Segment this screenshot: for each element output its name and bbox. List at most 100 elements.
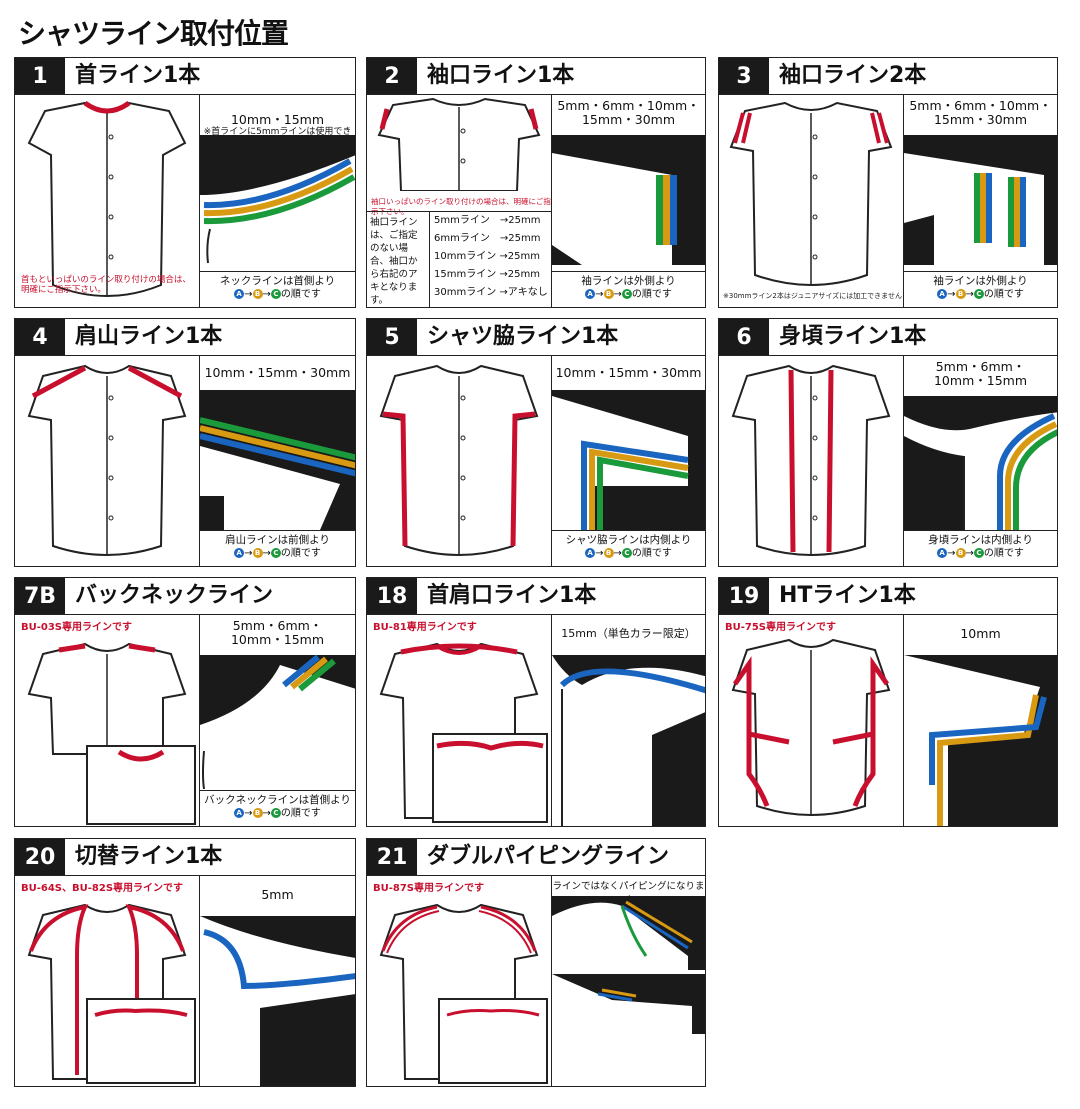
chip-a-icon: A [585, 289, 596, 299]
panel-header: 5 シャツ脇ライン1本 [367, 319, 705, 356]
line-sizes: 5mm [261, 887, 294, 902]
gap-rows: 5mmライン →25mm 6mmライン →25mm 10mmライン →25mm … [429, 212, 551, 307]
panel-3: 3 袖口ライン2本 ※30mmライン2本はジュニアサイズには加工できません 5m… [718, 57, 1058, 308]
shirt-illustration [367, 634, 551, 826]
panel-header: 6 身頃ライン1本 [719, 319, 1057, 356]
shirt-illustration [367, 356, 551, 566]
gap-intro: 袖口ラインは、ご指定のない場合、袖口から右記のアキとなります。 [370, 217, 418, 306]
panel-header: 2 袖口ライン1本 [367, 58, 705, 95]
panel-1: 1 首ライン1本 首もといっぱいのライン取り付けの場合は、明確にご指示下さい。 … [14, 57, 356, 308]
panel-5: 5 シャツ脇ライン1本 10mm・15mm・30mm シャツ脇ラインは内側より … [366, 318, 706, 567]
panel-20: 20 切替ライン1本 BU-64S、BU-82S専用ラインです 5mm [14, 838, 356, 1087]
panel-21: 21 ダブルパイピングライン BU-87S専用ラインです ラインではなくパイピン… [366, 838, 706, 1087]
shirt-front-icon [27, 903, 196, 1084]
product-code-note: BU-03S専用ラインです [21, 622, 133, 633]
panel-header: 19 HTライン1本 [719, 578, 1057, 615]
panel-title: 袖口ライン2本 [779, 63, 927, 88]
chip-b-icon: B [955, 289, 966, 299]
panel-title: HTライン1本 [779, 583, 916, 608]
chip-c-icon: C [973, 548, 984, 558]
shirt-front-icon [377, 97, 541, 191]
shirt-front-icon [379, 364, 539, 556]
panel-header: 21 ダブルパイピングライン [367, 839, 705, 876]
chip-c-icon: C [270, 548, 281, 558]
chip-b-icon: B [603, 548, 614, 558]
product-code-note: BU-87S専用ラインです [373, 883, 485, 894]
panel-6: 6 身頃ライン1本 5mm・6mm・ 10mm・15mm 身頃ラインは内側より … [718, 318, 1058, 567]
detail-panel: 15mm（単色カラー限定） [551, 615, 705, 826]
chip-c-icon: C [621, 548, 632, 558]
chip-b-icon: B [252, 548, 263, 558]
shirt-illustration [15, 356, 199, 566]
panel-header: 3 袖口ライン2本 [719, 58, 1057, 95]
panel-19: 19 HTライン1本 BU-75S専用ラインです 10mm [718, 577, 1058, 827]
chip-a-icon: A [234, 808, 245, 818]
line-sizes: 5mm・6mm・ 10mm・15mm [230, 618, 325, 647]
panel-header: 7B バックネックライン [15, 578, 355, 615]
red-note: 首もといっぱいのライン取り付けの場合は、明確にご指示下さい。 [21, 275, 191, 295]
panel-number: 18 [367, 578, 417, 614]
product-code-note: BU-75S専用ラインです [725, 622, 837, 633]
shirt-illustration [15, 895, 199, 1086]
sleeve-line-diagram [552, 135, 705, 265]
chip-c-icon: C [270, 808, 281, 818]
panel-number: 1 [15, 58, 65, 94]
shirt-illustration [719, 634, 903, 826]
chip-b-icon: B [252, 289, 263, 299]
back-neck-line-diagram [200, 654, 355, 790]
panel-line-diagram [200, 916, 355, 1086]
page-title: シャツライン取付位置 [18, 17, 289, 50]
small-note: ※30mmライン2本はジュニアサイズには加工できません [723, 292, 902, 300]
panel-title: 切替ライン1本 [75, 844, 223, 869]
shirt-illustration: 首もといっぱいのライン取り付けの場合は、明確にご指示下さい。 [15, 95, 199, 307]
panel-title: 肩山ライン1本 [75, 324, 223, 349]
double-piping-diagram [552, 896, 705, 1086]
shirt-illustration [15, 634, 199, 826]
product-code-note: BU-64S、BU-82S専用ラインです [21, 883, 184, 894]
shirt-front-icon [27, 364, 187, 556]
panel-7b: 7B バックネックライン BU-03S専用ラインです 5mm・6mm・ 10mm… [14, 577, 356, 827]
chip-c-icon: C [621, 289, 632, 299]
line-sizes: 5mm・6mm・10mm・ 15mm・30mm [557, 98, 700, 127]
panel-header: 4 肩山ライン1本 [15, 319, 355, 356]
shirt-illustration [367, 895, 551, 1086]
panel-title: 首ライン1本 [75, 63, 201, 88]
panel-title: 袖口ライン1本 [427, 63, 575, 88]
detail-panel: 5mm [199, 876, 355, 1086]
line-sizes: 10mm・15mm・30mm [204, 365, 351, 380]
line-sizes: 5mm・6mm・ 10mm・15mm [933, 359, 1028, 388]
shirt-front-icon [731, 638, 891, 816]
panel-title: ダブルパイピングライン [427, 844, 670, 869]
panel-number: 7B [15, 578, 65, 614]
chip-a-icon: A [234, 548, 245, 558]
panel-4: 4 肩山ライン1本 10mm・15mm・30mm 肩山ラインは前側より A→B→… [14, 318, 356, 567]
panel-header: 1 首ライン1本 [15, 58, 355, 95]
shirt-illustration [719, 356, 903, 566]
panel-number: 21 [367, 839, 417, 875]
detail-panel: ラインではなくパイピングになります [551, 876, 705, 1086]
table-row: 10mmライン →25mm [434, 251, 540, 262]
panel-number: 5 [367, 319, 417, 355]
gap-table: 袖口ラインは、ご指定のない場合、袖口から右記のアキとなります。 5mmライン →… [367, 211, 551, 307]
chip-a-icon: A [234, 289, 245, 299]
shirt-front-icon [27, 100, 187, 297]
chip-a-icon: A [585, 548, 596, 558]
panel-number: 20 [15, 839, 65, 875]
panel-title: 首肩口ライン1本 [427, 583, 597, 608]
panel-18: 18 首肩口ライン1本 BU-81専用ラインです 15mm（単色カラー限定） [366, 577, 706, 827]
chip-b-icon: B [603, 289, 614, 299]
chip-c-icon: C [270, 289, 281, 299]
shirt-illustration: ※30mmライン2本はジュニアサイズには加工できません [719, 95, 903, 307]
panel-title: バックネックライン [75, 583, 274, 608]
panel-number: 2 [367, 58, 417, 94]
